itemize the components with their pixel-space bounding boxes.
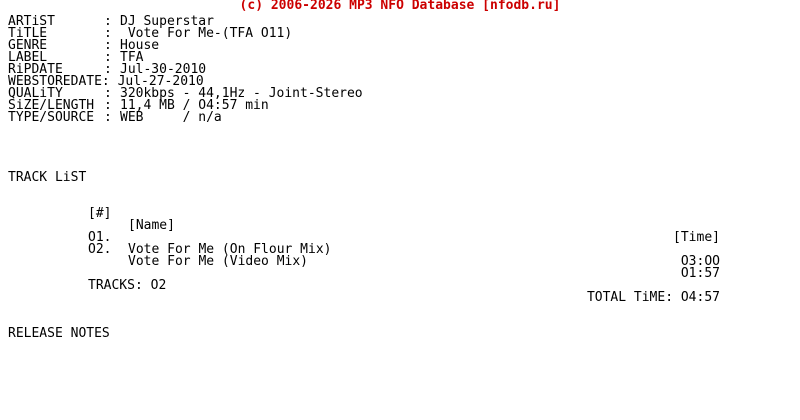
info-row-quality: QUALiTY: 320kbps - 44,1Hz - Joint-Stereo (8, 86, 363, 101)
nfo-header: (c) 2006-2026 MP3 NFO Database [nfodb.ru… (239, 0, 561, 13)
track-name: Vote For Me (On Flour Mix) (128, 242, 332, 257)
info-key: LABEL (8, 50, 48, 65)
column-name-header: [Name] (128, 218, 175, 233)
info-row-genre: GENRE: House (8, 38, 160, 53)
nfo-document: (c) 2006-2026 MP3 NFO Database [nfodb.ru… (8, 0, 792, 340)
column-time-header: [Time] (673, 230, 720, 245)
release-notes-heading: RELEASE NOTES (8, 326, 110, 341)
tracklist-column-headers: [#] [Name] [Time] (8, 196, 792, 244)
info-row-title: TiTLE: Vote For Me-(TFA O11) (8, 26, 293, 41)
info-key: RiPDATE (8, 62, 63, 77)
info-row-artist: ARTiST: DJ Superstar (8, 14, 214, 29)
info-value: 320kbps - 44,1Hz - Joint-Stereo (120, 86, 363, 101)
track-count: TRACKS: O2 (88, 278, 167, 293)
tracklist-summary: TRACKS: O2 TOTAL TiME: O4:57 (8, 268, 792, 304)
tracklist-heading: TRACK LiST (8, 170, 87, 185)
info-row-label: LABEL: TFA (8, 50, 144, 65)
total-time: TOTAL TiME: O4:57 (586, 290, 720, 305)
info-key: WEBSTOREDATE (8, 74, 102, 89)
column-number-header: [#] (88, 206, 112, 221)
info-value: TFA (120, 50, 144, 65)
info-row-ripdate: RiPDATE: Jul-30-2010 (8, 62, 207, 77)
info-value: Jul-27-2010 (117, 74, 204, 89)
info-key: ARTiST (8, 14, 55, 29)
track-row: O1. Vote For Me (On Flour Mix) O3:OO (8, 220, 792, 268)
info-value: House (120, 38, 160, 53)
track-time: O3:OO (680, 254, 720, 269)
info-value: Vote For Me-(TFA O11) (120, 26, 293, 41)
info-value: 11,4 MB / O4:57 min (120, 98, 269, 113)
info-value: DJ Superstar (120, 14, 214, 29)
track-row: O2. Vote For Me (Video Mix) O1:57 (8, 232, 792, 280)
track-name: Vote For Me (Video Mix) (128, 254, 309, 269)
info-value: Jul-30-2010 (120, 62, 207, 77)
info-row-type-source: TYPE/SOURCE: WEB / n/a (8, 110, 222, 125)
track-number: O1. (88, 230, 112, 245)
track-number: O2. (88, 242, 112, 257)
info-value: WEB / n/a (120, 110, 222, 125)
info-key: TiTLE (8, 26, 48, 41)
info-row-webstoredate: WEBSTOREDATE: Jul-27-2010 (8, 74, 204, 89)
info-key: GENRE (8, 38, 48, 53)
info-key: QUALiTY (8, 86, 63, 101)
info-row-size-length: SiZE/LENGTH: 11,4 MB / O4:57 min (8, 98, 269, 113)
info-key: SiZE/LENGTH (8, 98, 95, 113)
info-key: TYPE/SOURCE (8, 110, 95, 125)
track-time: O1:57 (680, 266, 720, 281)
